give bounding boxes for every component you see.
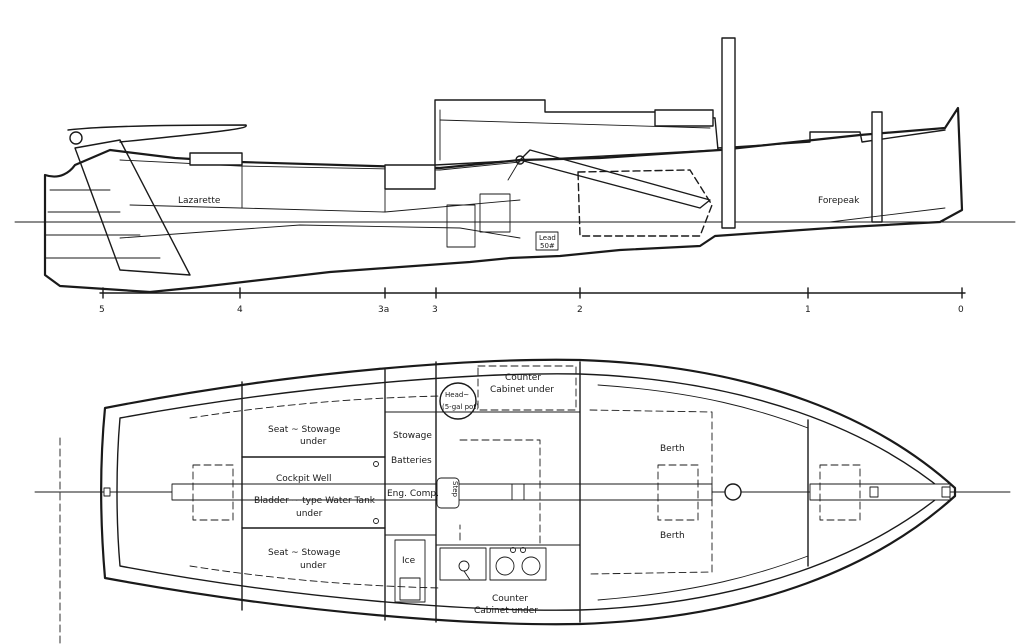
label-step: Step bbox=[451, 481, 459, 497]
transom-fitting-icon bbox=[103, 487, 111, 497]
plan-view: Seat ~ Stowage under Cockpit Well Bladde… bbox=[34, 358, 1011, 644]
label-cabinet-bottom: Cabinet under bbox=[474, 606, 538, 616]
sole-dashed bbox=[459, 439, 541, 546]
stove-icon bbox=[489, 547, 547, 581]
berth-profile-line bbox=[829, 207, 946, 223]
label-berth-upper: Berth bbox=[660, 444, 685, 454]
burner-icon bbox=[521, 556, 541, 576]
station-label: 3a bbox=[378, 305, 389, 315]
fore-keel-strip bbox=[809, 483, 951, 501]
rudder-head-icon bbox=[69, 131, 83, 145]
seat-dashed bbox=[189, 395, 441, 589]
label-seat-stowage-upper: Seat ~ Stowage bbox=[268, 425, 341, 435]
head-profile bbox=[446, 204, 476, 248]
station-label: 0 bbox=[958, 305, 964, 315]
label-cockpit-well: Cockpit Well bbox=[276, 474, 331, 484]
station-label: 4 bbox=[237, 305, 243, 315]
label-bladder-under: under bbox=[296, 509, 323, 519]
label-ice: Ice bbox=[402, 556, 416, 566]
fore-dashed-box bbox=[819, 464, 861, 521]
counter-top-dashed bbox=[477, 365, 577, 411]
label-eng-comp: Eng. Comp. bbox=[387, 489, 439, 499]
centerboard-pin bbox=[511, 483, 525, 501]
label-berth-lower: Berth bbox=[660, 531, 685, 541]
label-seat-stowage-lower: Seat ~ Stowage bbox=[268, 548, 341, 558]
label-seat-stowage-upper-under: under bbox=[300, 437, 327, 447]
label-head-pot: (5-gal pot) bbox=[442, 403, 479, 411]
berth-dashed-box bbox=[657, 464, 699, 521]
drain-icon bbox=[373, 461, 379, 467]
label-batteries: Batteries bbox=[391, 456, 432, 466]
drain-icon bbox=[373, 518, 379, 524]
label-lazarette: Lazarette bbox=[178, 196, 221, 206]
bitt-icon bbox=[869, 486, 879, 498]
aft-dashed-box bbox=[192, 464, 234, 521]
station-label: 5 bbox=[99, 305, 105, 315]
label-counter-bottom: Counter bbox=[492, 594, 528, 604]
sheer-line bbox=[119, 159, 521, 171]
label-lead: Lead bbox=[539, 234, 556, 242]
head-toilet-icon bbox=[439, 382, 477, 420]
label-seat-stowage-lower-under: under bbox=[300, 561, 327, 571]
station-label: 3 bbox=[432, 305, 438, 315]
profile-view: Lazarette Forepeak Lead 50# bbox=[14, 37, 1016, 294]
station-scale: 5 4 3a 3 2 1 0 bbox=[99, 287, 966, 315]
step-box bbox=[436, 477, 460, 509]
label-cabinet-top: Cabinet under bbox=[490, 385, 554, 395]
profile-hull bbox=[43, 106, 964, 294]
cockpit-bulkhead bbox=[384, 164, 436, 190]
berth-dashed bbox=[589, 409, 713, 575]
rudder bbox=[74, 139, 191, 276]
plan-hull-inner bbox=[116, 373, 946, 611]
ballast-dashed bbox=[577, 169, 713, 237]
ice-box bbox=[394, 539, 426, 603]
label-stowage: Stowage bbox=[393, 431, 432, 441]
burner-icon bbox=[495, 556, 515, 576]
plan-hull-outer bbox=[100, 358, 957, 626]
seat-line bbox=[129, 199, 521, 213]
centerboard-trunk bbox=[519, 149, 711, 209]
cleat-block bbox=[189, 152, 243, 166]
mast-step-icon bbox=[724, 483, 742, 501]
galley-profile bbox=[479, 193, 511, 233]
mast bbox=[721, 37, 736, 229]
station-label: 2 bbox=[577, 305, 583, 315]
knob-icon bbox=[510, 547, 516, 553]
lever-line bbox=[507, 159, 521, 181]
label-counter-top: Counter bbox=[505, 373, 541, 383]
lead-box bbox=[535, 231, 559, 251]
sink-icon bbox=[439, 547, 487, 581]
knob-icon bbox=[520, 547, 526, 553]
keel-inside-line bbox=[119, 224, 521, 239]
ice-lid bbox=[399, 577, 421, 601]
tiller bbox=[67, 124, 247, 143]
samson-post bbox=[871, 111, 883, 223]
label-forepeak: Forepeak bbox=[818, 196, 860, 206]
station-label: 1 bbox=[805, 305, 811, 315]
label-bladder-tank: Bladder ~ type Water Tank bbox=[254, 496, 376, 506]
label-lead-weight: 50# bbox=[540, 242, 555, 250]
stem-fitting-icon bbox=[941, 486, 951, 498]
label-head: Head~ bbox=[445, 391, 469, 399]
faucet-line bbox=[463, 570, 471, 581]
pivot-icon bbox=[515, 155, 525, 165]
hatch bbox=[654, 109, 714, 127]
